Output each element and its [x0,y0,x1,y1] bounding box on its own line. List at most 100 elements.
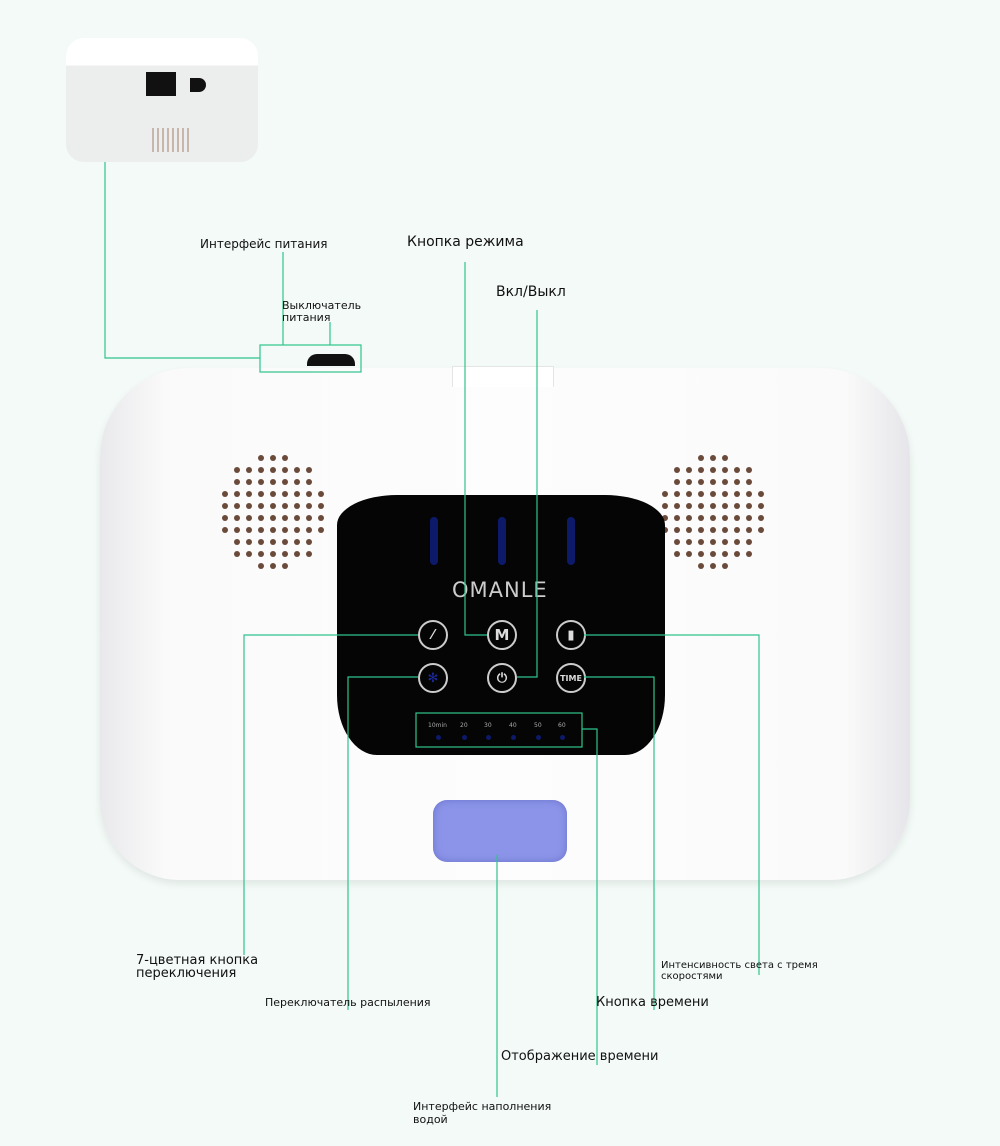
speaker-hole [258,527,264,533]
speaker-hole [258,455,264,461]
label-on-off: Вкл/Выкл [496,284,566,300]
speaker-hole [722,563,728,569]
speaker-hole [222,515,228,521]
speaker-hole [222,503,228,509]
speaker-hole [722,551,728,557]
speaker-hole [258,563,264,569]
speaker-hole [270,455,276,461]
time-led [486,735,491,740]
speaker-hole [746,539,752,545]
leader-line [347,676,418,1010]
rocker-switch [146,72,176,96]
leader-line [243,634,418,955]
speaker-hole [698,515,704,521]
speaker-hole [294,479,300,485]
speaker-hole [318,515,324,521]
speaker-hole [282,467,288,473]
speaker-hole [246,503,252,509]
speaker-hole [710,455,716,461]
label-light-intensity: Интенсивность света с тремя скоростями [661,960,818,982]
time-button[interactable]: TIME [556,663,586,693]
leader-line [582,728,598,1065]
speaker-hole [698,503,704,509]
highlight-box [415,712,583,748]
speaker-hole [686,539,692,545]
speaker-hole [710,467,716,473]
speaker-hole [698,563,704,569]
color-switch-button[interactable]: ⁄ [418,620,448,650]
speaker-hole [306,551,312,557]
speaker-hole [734,491,740,497]
speaker-hole [746,479,752,485]
speaker-hole [282,515,288,521]
speaker-hole [734,551,740,557]
speaker-hole [282,455,288,461]
speaker-hole [234,539,240,545]
speaker-hole [270,491,276,497]
vent-grille [152,128,192,152]
label-water-fill: Интерфейс наполнения водой [413,1100,552,1127]
speaker-hole [246,467,252,473]
highlight-box [259,344,362,373]
speaker-hole [722,503,728,509]
speaker-hole [722,455,728,461]
speaker-hole [686,515,692,521]
speaker-hole [246,515,252,521]
speaker-hole [710,515,716,521]
spray-button[interactable]: ✻ [418,663,448,693]
water-fill-cap[interactable] [433,800,567,862]
speaker-hole [758,515,764,521]
speaker-hole [294,551,300,557]
speaker-hole [734,503,740,509]
mode-button[interactable]: M [487,620,517,650]
speaker-hole [234,515,240,521]
speaker-hole [758,491,764,497]
speaker-hole [294,467,300,473]
speaker-hole [698,479,704,485]
time-tick: 10min [428,722,447,729]
time-tick: 40 [509,722,517,729]
speaker-hole [746,503,752,509]
speaker-hole [294,539,300,545]
speaker-hole [258,467,264,473]
speaker-hole [258,503,264,509]
label-mode-button: Кнопка режима [407,234,524,250]
speaker-hole [270,467,276,473]
speaker-hole [758,527,764,533]
time-tick: 50 [534,722,542,729]
light-indicator [498,517,506,565]
speaker-hole [662,515,668,521]
back-panel-photo [66,38,258,162]
speaker-hole [246,479,252,485]
speaker-hole [674,479,680,485]
speaker-hole [294,503,300,509]
speaker-hole [710,539,716,545]
speaker-hole [258,491,264,497]
speaker-hole [686,479,692,485]
speaker-hole [270,551,276,557]
speaker-hole [710,527,716,533]
speaker-hole [686,551,692,557]
light-indicator [567,517,575,565]
speaker-hole [282,503,288,509]
speaker-hole [306,527,312,533]
speaker-hole [710,479,716,485]
speaker-hole [258,551,264,557]
power-button[interactable]: ⏻ [487,663,517,693]
label-time-display: Отображение времени [501,1049,659,1064]
speaker-hole [222,491,228,497]
speaker-hole [686,491,692,497]
speaker-hole [306,539,312,545]
speaker-left [222,455,330,575]
speaker-hole [282,539,288,545]
time-tick: 60 [558,722,566,729]
speaker-hole [222,527,228,533]
speaker-hole [698,527,704,533]
speaker-hole [258,539,264,545]
speaker-hole [710,503,716,509]
leader-line [584,676,655,1010]
speaker-hole [306,479,312,485]
speaker-hole [246,551,252,557]
speaker-hole [294,527,300,533]
